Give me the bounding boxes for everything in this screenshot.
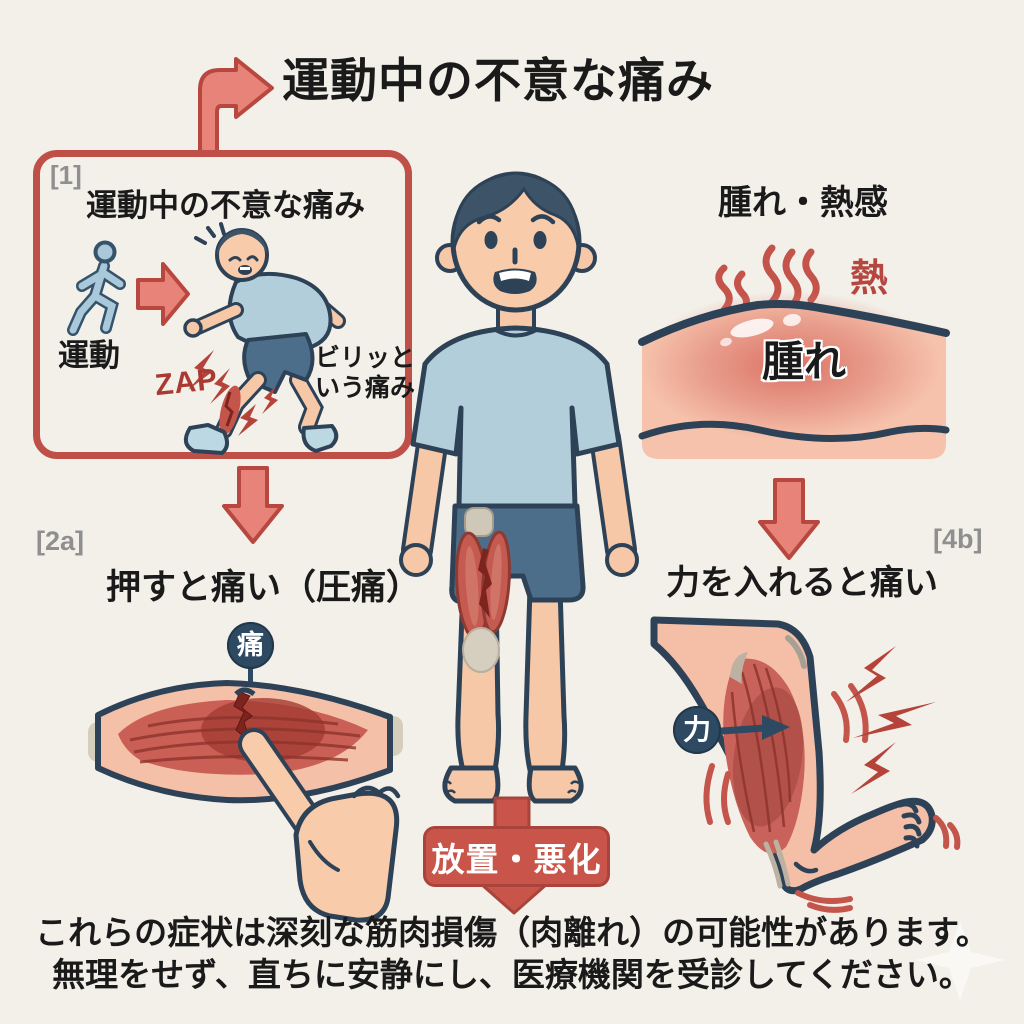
lightning-icon [846, 646, 936, 794]
stress-marks-icon [194, 222, 226, 245]
tenderness-title: 押すと痛い（圧痛） [106, 568, 422, 607]
heat-label: 熱 [850, 258, 889, 300]
strain-title: 力を入れると痛い [666, 564, 938, 602]
force-badge: 力 [673, 706, 721, 754]
swelling-illustration [638, 291, 950, 459]
swelling-title: 腫れ・熱感 [718, 184, 888, 222]
injured-runner-illustration [183, 222, 346, 455]
thigh-muscle-illustration [455, 507, 511, 673]
page-title: 運動中の不意な痛み [282, 54, 714, 107]
calf-strain-illustration [650, 616, 961, 913]
ref-label-2a: [2a] [36, 526, 85, 556]
trigger-title: 運動中の不意な痛み [86, 188, 365, 223]
boy-illustration [399, 171, 639, 804]
sharp-pain-line2: いう痛み [315, 374, 416, 402]
down-arrow-icon [758, 478, 820, 560]
warning-line2: 無理をせず、直ちに安静にし、医療機関を受診してください。 [52, 956, 972, 993]
pain-badge: 痛 [227, 622, 274, 669]
runner-icon [67, 240, 126, 336]
trigger-panel [33, 150, 412, 459]
right-arrow-icon [136, 262, 190, 326]
toe-lines [897, 801, 922, 849]
lightning-icon [188, 350, 278, 436]
ref-label-1: [1] [50, 160, 82, 190]
swelling-label: 腫れ [762, 338, 847, 385]
ref-label-4b: [4b] [933, 524, 983, 554]
sparkle-icon [915, 922, 1005, 1000]
exercise-label: 運動 [58, 338, 120, 373]
warning-line1: これらの症状は深刻な筋肉損傷（肉離れ）の可能性があります。 [35, 914, 989, 951]
pressing-finger-illustration [238, 728, 401, 923]
sharp-pain-line1: ビリッと [315, 344, 416, 372]
down-arrow-icon [222, 466, 284, 544]
bent-arrow-icon [198, 57, 274, 156]
zap-label: ZAP [153, 362, 220, 403]
neglect-badge: 放置・悪化 [423, 826, 610, 887]
